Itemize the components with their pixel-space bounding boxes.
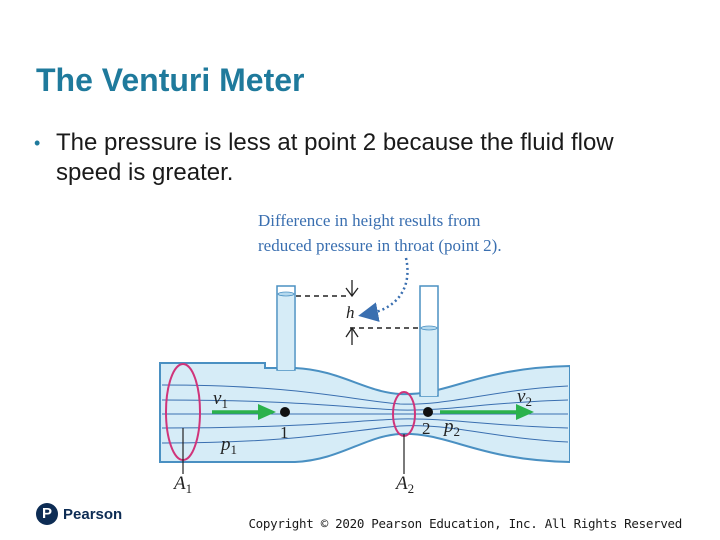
h-arrowhead-bottom (345, 326, 359, 338)
h-arrowhead-top (345, 287, 359, 298)
point-1-label: 1 (280, 423, 289, 442)
point-2-marker (423, 407, 433, 417)
fluid-column-1 (278, 294, 294, 370)
bullet-item: • The pressure is less at point 2 becaus… (34, 128, 684, 188)
pearson-logo: P Pearson (36, 503, 122, 525)
v1-arrowhead (258, 404, 276, 420)
p2-label: p2 (442, 416, 460, 439)
venturi-diagram: h Difference in height results from redu… (159, 211, 571, 496)
streamlines (161, 384, 569, 444)
pearson-logo-icon: P (36, 503, 58, 525)
h-label: h (346, 303, 355, 322)
bullet-icon: • (34, 133, 41, 153)
A2-label: A2 (394, 473, 414, 496)
meniscus-2 (420, 325, 438, 331)
callout-line-1: Difference in height results from (258, 211, 481, 230)
v2-arrowhead (516, 404, 534, 420)
v2-label: v2 (517, 386, 532, 409)
copyright-notice: Copyright © 2020 Pearson Education, Inc.… (248, 516, 682, 531)
p1-label: p1 (219, 434, 237, 457)
v1-label: v1 (213, 388, 228, 411)
meniscus-1 (277, 291, 295, 297)
callout-dotted-arrow (358, 257, 409, 322)
A1-label: A1 (172, 473, 192, 496)
slide-title: The Venturi Meter (36, 62, 305, 98)
point-1-marker (280, 407, 290, 417)
callout-line-2: reduced pressure in throat (point 2). (258, 236, 502, 255)
pearson-logo-text: Pearson (63, 505, 123, 523)
venturi-meter-figure: h Difference in height results from redu… (150, 200, 571, 500)
fluid-column-2 (421, 328, 437, 396)
bullet-text: The pressure is less at point 2 because … (56, 129, 614, 186)
point-2-label: 2 (422, 419, 431, 438)
